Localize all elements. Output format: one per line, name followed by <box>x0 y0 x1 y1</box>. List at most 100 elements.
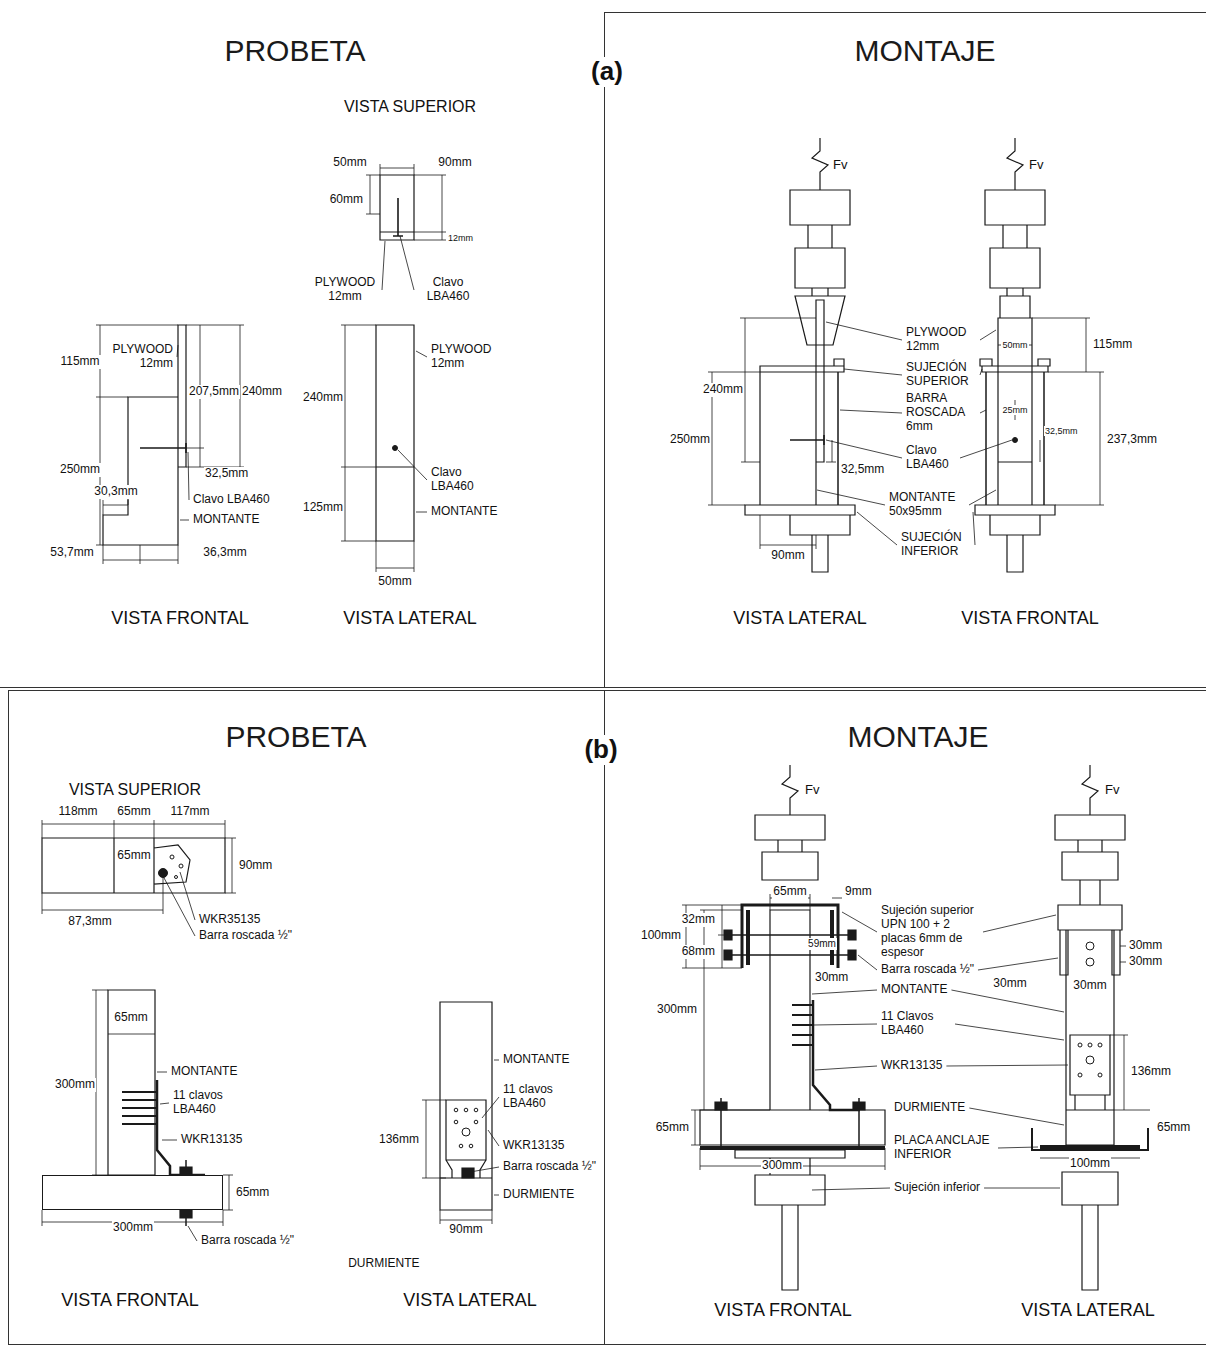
leader-line <box>160 1103 169 1104</box>
drawing-label: 300mm <box>54 1078 96 1092</box>
specimen-outline <box>103 175 414 545</box>
drawing-label: 11 Clavos LBA460 <box>880 1010 952 1038</box>
leader-line <box>416 351 427 357</box>
leader-line <box>980 330 996 340</box>
drawing-label: (a) <box>590 57 624 87</box>
specimen-outline <box>42 838 492 1210</box>
drawing-label: Sujeción superior UPN 100 + 2 placas 6mm… <box>880 904 980 959</box>
drawing-label: 53,7mm <box>49 546 94 560</box>
leader-line <box>817 490 885 505</box>
leader-line <box>978 958 1058 970</box>
drawing-label: 250mm <box>59 463 101 477</box>
leader-line <box>969 490 996 505</box>
force-symbol <box>812 138 1023 190</box>
leader-line <box>980 369 982 375</box>
drawing-label: WKR13135 <box>180 1133 243 1147</box>
bolt-hole <box>1086 1056 1094 1064</box>
drawing-label: Barra roscada ½" <box>502 1160 597 1174</box>
drawing-label: 50mm <box>377 575 412 589</box>
drawing-label: 30mm <box>1072 979 1107 993</box>
leader-line <box>382 241 385 290</box>
nail-hole <box>170 855 174 859</box>
drawing-label: Fv <box>1104 783 1120 798</box>
drawing-label: MONTANTE <box>192 513 260 527</box>
drawing-label: VISTA FRONTAL <box>960 608 1099 629</box>
leader-line <box>157 1072 167 1073</box>
leader-line <box>951 990 1064 1012</box>
drawing-label: 59mm <box>807 938 837 950</box>
drawing-label: 125mm <box>302 501 344 515</box>
drawing-label: 50mm <box>332 156 367 170</box>
leader-line <box>980 410 986 413</box>
drawing-label: VISTA LATERAL <box>342 608 477 629</box>
nail-hole <box>474 1108 478 1112</box>
nail-hole <box>1078 1043 1082 1047</box>
dimension-lines <box>42 820 492 1226</box>
bolt-hole <box>1086 958 1094 966</box>
drawing-label: 207,5mm <box>188 385 240 399</box>
dimension-lines <box>96 164 446 572</box>
leader-line <box>842 912 877 932</box>
drawing-label: 12mm <box>447 233 474 243</box>
test-rig-outline <box>700 815 1125 1290</box>
drawing-group <box>42 138 1150 1290</box>
drawing-label: 65mm <box>655 1121 690 1135</box>
leader-line <box>946 1065 1068 1066</box>
drawing-label: VISTA LATERAL <box>732 608 867 629</box>
leader-line <box>812 990 877 994</box>
drawing-label: MONTANTE 50x95mm <box>888 491 966 519</box>
drawing-label: 30mm <box>814 971 849 985</box>
drawing-label: 300mm <box>112 1221 154 1235</box>
drawing-label: PLYWOOD 12mm <box>430 343 498 371</box>
leader-line <box>398 450 427 480</box>
panel-heading: MONTAJE <box>854 34 995 67</box>
nail-hole <box>179 864 183 868</box>
leader-line <box>482 1097 499 1118</box>
drawing-label: VISTA FRONTAL <box>60 1290 199 1311</box>
nail-symbol <box>790 435 824 445</box>
nail-hole <box>454 1108 458 1112</box>
drawing-label: 240mm <box>702 383 744 397</box>
leader-line <box>815 1066 877 1070</box>
drawing-label: 60mm <box>329 193 364 207</box>
threaded-rod <box>838 372 1044 505</box>
part-label: DURMIENTE <box>348 1257 419 1270</box>
drawing-label: 68mm <box>681 945 716 959</box>
drawing-label: 30mm <box>992 977 1027 991</box>
drawing-label: BARRA ROSCADA 6mm <box>905 392 977 433</box>
angle-bracket <box>813 1000 860 1110</box>
drawing-label: Fv <box>804 783 820 798</box>
force-symbol <box>782 765 1098 815</box>
drawing-label: 32,5mm <box>840 463 885 477</box>
drawing-label: 65mm <box>1156 1121 1191 1135</box>
drawing-label: 100mm <box>640 929 682 943</box>
drawing-label: Barra roscada ½" <box>880 963 975 977</box>
panel-heading: PROBETA <box>224 34 365 67</box>
drawing-label: 90mm <box>770 549 805 563</box>
drawing-label: 36,3mm <box>202 546 247 560</box>
drawing-label: 240mm <box>241 385 283 399</box>
nail-hole <box>1098 1043 1102 1047</box>
drawing-label: (b) <box>583 735 618 765</box>
drawing-label: 136mm <box>1130 1065 1172 1079</box>
leader-line <box>844 369 902 375</box>
nail-hole <box>474 1120 478 1124</box>
leader-line <box>400 236 414 290</box>
leader-line <box>488 1130 499 1146</box>
part-box: DURMIENTE <box>42 1175 223 1210</box>
drawing-label: PLYWOOD 12mm <box>311 276 379 304</box>
drawing-label: VISTA FRONTAL <box>110 608 249 629</box>
leader-line <box>814 1024 877 1025</box>
nail-hole <box>175 876 178 879</box>
drawing-label: 11 clavos LBA460 <box>502 1083 574 1111</box>
drawing-label: 90mm <box>448 1223 483 1237</box>
drawing-label: 300mm <box>656 1003 698 1017</box>
drawing-label: 136mm <box>378 1133 420 1147</box>
leader-line <box>826 440 902 458</box>
drawing-label: 65mm <box>772 885 807 899</box>
nail-hole <box>1088 1043 1092 1047</box>
drawing-label: 65mm <box>116 849 151 863</box>
drawing-label: 30,3mm <box>93 485 138 499</box>
drawing-label: 25mm <box>1001 405 1028 415</box>
